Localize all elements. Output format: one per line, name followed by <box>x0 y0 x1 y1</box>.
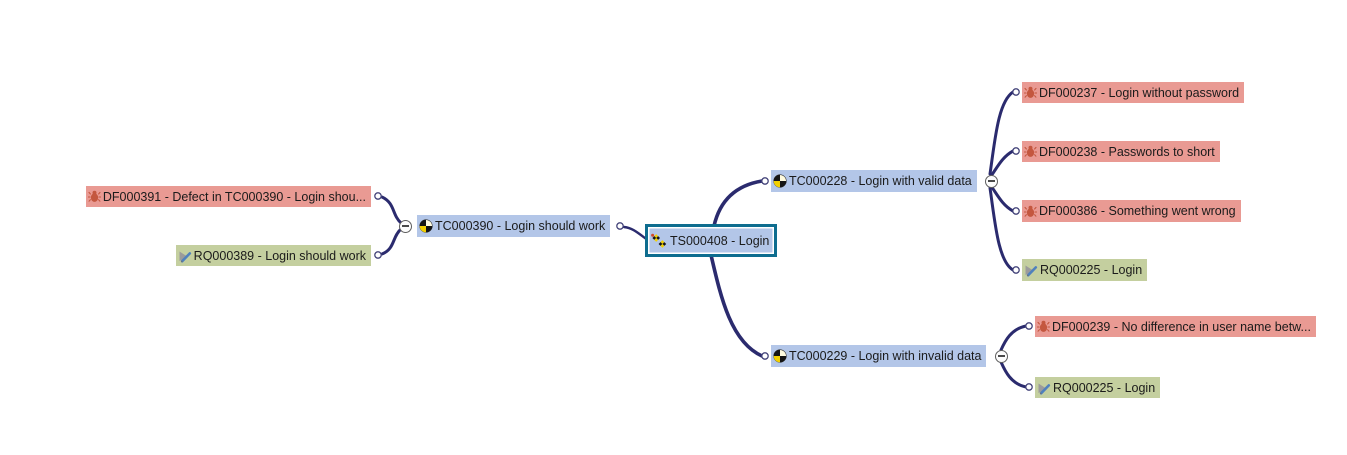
node-df000386[interactable]: DF000386 - Something went wrong <box>1022 200 1241 222</box>
connector-dot <box>1012 88 1020 96</box>
node-label: DF000237 - Login without password <box>1039 85 1240 100</box>
connector-dot <box>761 177 769 185</box>
collapse-tc000228-button[interactable] <box>984 174 998 188</box>
connector-dot <box>1012 147 1020 155</box>
node-rq000225-valid[interactable]: RQ000225 - Login <box>1022 259 1148 281</box>
connector-dot <box>1025 383 1033 391</box>
connector-dot <box>1012 266 1020 274</box>
node-tc000228[interactable]: TC000228 - Login with valid data <box>771 170 977 192</box>
node-label: TC000228 - Login with valid data <box>789 174 972 188</box>
collapse-tc000390-button[interactable] <box>398 219 412 233</box>
connector-dot <box>374 251 382 259</box>
bug-icon <box>1037 320 1050 333</box>
bug-icon <box>1024 145 1037 158</box>
minus-icon <box>987 180 995 182</box>
requirement-pencil-icon <box>1024 263 1038 277</box>
branch-curve-df000391-tc000390 <box>380 195 403 225</box>
node-rq000389[interactable]: RQ000389 - Login should work <box>175 245 371 266</box>
node-df000239[interactable]: DF000239 - No difference in user name be… <box>1035 316 1316 337</box>
node-ts000408[interactable]: TS000408 - Login <box>645 224 778 257</box>
requirement-pencil-icon <box>178 249 192 263</box>
node-label: DF000391 - Defect in TC000390 - Login sh… <box>102 189 366 204</box>
node-tc000390[interactable]: TC000390 - Login should work <box>417 215 611 237</box>
connector-dot <box>761 352 769 360</box>
connector-dot <box>374 192 382 200</box>
node-df000238[interactable]: DF000238 - Passwords to short <box>1022 141 1220 162</box>
branch-curve-tc000229-rq000225_invalid <box>999 360 1028 389</box>
connector-dot <box>1025 322 1033 330</box>
node-label: RQ000225 - Login <box>1040 263 1143 277</box>
node-label: TC000390 - Login should work <box>435 219 606 233</box>
connector-dot <box>616 222 624 230</box>
node-rq000225-invalid[interactable]: RQ000225 - Login <box>1035 377 1161 398</box>
testcase-crash-icon <box>773 174 787 188</box>
minus-icon <box>997 355 1005 357</box>
collapse-tc000229-button[interactable] <box>994 349 1008 363</box>
node-label: TC000229 - Login with invalid data <box>789 349 982 363</box>
branch-curve-tc000228-df000237 <box>988 90 1015 176</box>
bug-icon <box>1024 86 1037 99</box>
branch-curve-rq000389-tc000390 <box>380 227 403 256</box>
testsuite-crash-icon <box>650 233 668 249</box>
branch-curve-tc000228-df000386 <box>989 184 1015 213</box>
minus-icon <box>401 225 409 227</box>
node-label: TS000408 - Login <box>670 233 770 248</box>
node-label: DF000238 - Passwords to short <box>1039 144 1215 159</box>
branch-curve-tc000228-rq000225_valid <box>988 186 1015 272</box>
node-label: RQ000389 - Login should work <box>193 248 366 263</box>
connector-dot <box>1012 207 1020 215</box>
testcase-crash-icon <box>419 219 433 233</box>
bug-icon <box>1024 205 1037 218</box>
node-df000237[interactable]: DF000237 - Login without password <box>1022 82 1245 103</box>
branch-curve-tc000229-df000239 <box>999 324 1028 352</box>
node-label: DF000386 - Something went wrong <box>1039 204 1236 218</box>
node-label: RQ000225 - Login <box>1053 380 1156 395</box>
node-df000391[interactable]: DF000391 - Defect in TC000390 - Login sh… <box>85 186 371 207</box>
node-label: DF000239 - No difference in user name be… <box>1052 319 1311 334</box>
bug-icon <box>87 190 101 203</box>
requirement-pencil-icon <box>1037 381 1051 395</box>
node-tc000229[interactable]: TC000229 - Login with invalid data <box>771 345 987 367</box>
testcase-crash-icon <box>773 349 787 363</box>
branch-curve-ts000408-tc000228 <box>712 179 764 228</box>
branch-curve-tc000228-df000238 <box>989 149 1015 178</box>
branch-curve-ts000408-tc000229 <box>709 253 764 358</box>
